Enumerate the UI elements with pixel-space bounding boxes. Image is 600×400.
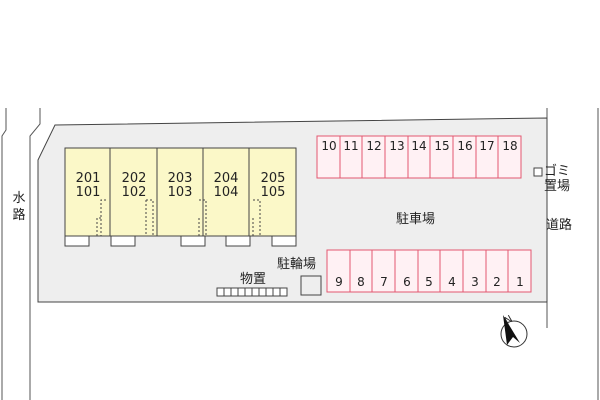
garbage-station-box [533,167,543,177]
unit-label: 202 102 [112,172,156,200]
unit-number-lower: 101 [75,185,101,200]
storage-sheds [216,287,288,297]
parking-slot-label: 7 [380,275,388,289]
stair-outline [252,199,261,236]
parking-slot-label: 11 [343,139,359,153]
unit-number-upper: 201 [75,171,101,186]
unit-number-upper: 204 [213,171,239,186]
stair-outline [96,199,106,236]
parking-slot-label: 14 [411,139,427,153]
unit-number-upper: 203 [167,171,193,186]
parking-slot-label: 18 [502,139,518,153]
garbage-station-label-line2: 置場 [544,179,571,194]
stair-outline [198,199,207,236]
parking-row-bottom-outline [326,249,532,293]
unit-number-lower: 104 [213,185,239,200]
parking-slot-label: 5 [425,275,433,289]
unit-label: 201 101 [66,172,110,200]
unit-label: 204 104 [204,172,248,200]
bicycle-parking-label: 駐輪場 [277,257,317,272]
parking-slot-label: 10 [321,139,337,153]
parking-slot-label: 3 [471,275,479,289]
parking-row-top [316,135,522,179]
unit-number-upper: 202 [121,171,147,186]
waterway-line-left [1,108,7,400]
unit-number-lower: 103 [167,185,193,200]
parking-row-bottom [326,249,532,293]
parking-slot-label: 17 [479,139,495,153]
bicycle-parking-box [300,275,322,296]
parking-slot-label: 9 [335,275,343,289]
unit-number-lower: 105 [260,185,286,200]
storage-label: 物置 [240,272,267,287]
parking-lot-label: 駐車場 [396,212,436,227]
parking-slot-label: 12 [366,139,382,153]
parking-slot-label: 8 [357,275,365,289]
garbage-station-label-line1: ゴミ [544,164,571,179]
unit-number-upper: 205 [260,171,286,186]
apartment-building [64,147,297,247]
parking-slot-label: 15 [434,139,450,153]
parking-row-top-outline [316,135,522,179]
waterway-label: 水路 [12,191,26,223]
waterway-line-right [29,108,41,400]
parking-slot-label: 13 [389,139,405,153]
parking-slot-label: 16 [457,139,473,153]
road-label: 道路 [546,218,573,233]
entrance-step [64,235,90,247]
entrance-step [180,235,206,247]
parking-slot-label: 2 [493,275,501,289]
unit-number-lower: 102 [121,185,147,200]
compass-icon [500,315,528,348]
parking-slot-label: 4 [448,275,456,289]
entrance-step [271,235,297,247]
stair-outline [145,199,154,236]
entrance-step [225,235,251,247]
unit-label: 205 105 [251,172,295,200]
unit-label: 203 103 [158,172,202,200]
parking-slot-label: 1 [516,275,524,289]
entrance-step [110,235,136,247]
building-outline [64,147,297,237]
parking-slot-label: 6 [403,275,411,289]
